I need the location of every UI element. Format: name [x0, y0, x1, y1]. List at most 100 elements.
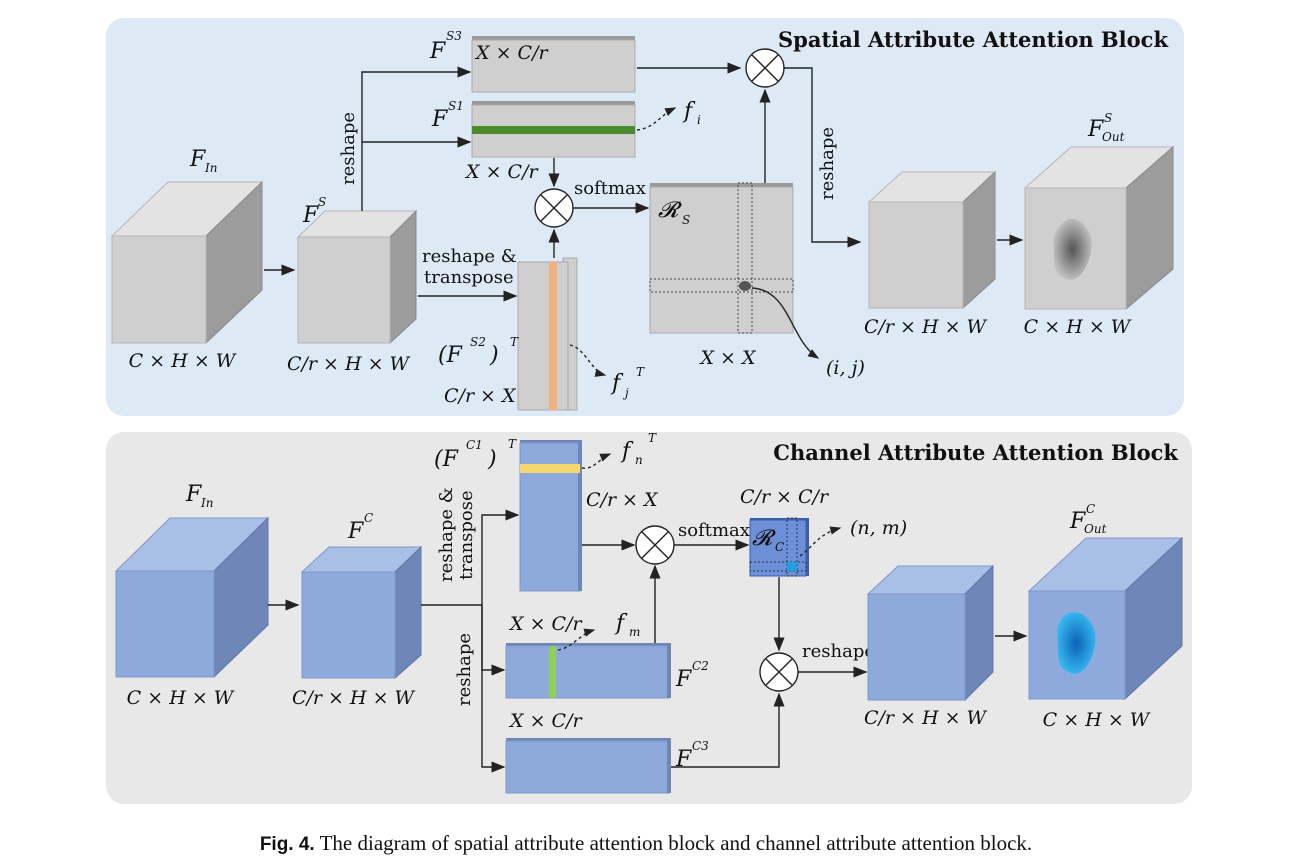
spatial-title: Spatial Attribute Attention Block	[778, 27, 1168, 52]
spatial-input-sub: In	[204, 161, 217, 175]
spatial-output-sub: Out	[1102, 130, 1125, 144]
channel-fc1-close: )	[487, 447, 497, 472]
spatial-fs2-t: T	[510, 335, 519, 349]
channel-fc3-symbol: F	[675, 747, 692, 772]
channel-fc2-dim: X × C/r	[508, 613, 583, 635]
spatial-fi-sub: i	[697, 113, 701, 127]
channel-fc2-bar	[505, 643, 671, 699]
channel-panel	[106, 432, 1192, 804]
spatial-rs-sub: S	[682, 213, 690, 227]
channel-softmax-label: softmax	[678, 520, 750, 541]
spatial-fs1-bar	[471, 101, 636, 158]
spatial-fs1-dim: X × C/r	[464, 161, 539, 183]
spatial-multiply-2	[745, 48, 785, 88]
spatial-multiply-1	[534, 188, 574, 228]
channel-reshape-transpose-1: reshape &	[436, 487, 457, 582]
channel-rc-matrix	[749, 517, 809, 577]
spatial-fj-stripe	[549, 262, 557, 410]
channel-input-cube	[114, 516, 270, 679]
spatial-input-dim: C × H × W	[129, 350, 237, 372]
channel-fn-sub: n	[635, 453, 643, 467]
channel-fc-dim: C/r × H × W	[292, 687, 416, 709]
spatial-fs-sup: S	[318, 195, 326, 209]
channel-mid-dim: C/r × H × W	[864, 707, 988, 729]
channel-input-dim: C × H × W	[127, 687, 235, 709]
channel-input-symbol: F	[185, 482, 202, 507]
channel-fc3-sup: C3	[692, 739, 709, 753]
caption-text: The diagram of spatial attribute attenti…	[314, 831, 1033, 855]
spatial-rs-dim: X × X	[698, 347, 757, 369]
channel-fc3-bar	[505, 738, 671, 794]
spatial-mid-cube	[867, 170, 997, 310]
spatial-fj-sub: j	[622, 386, 629, 400]
channel-fc-symbol: F	[347, 519, 364, 544]
channel-fm-sub: m	[629, 625, 640, 639]
spatial-fs1-symbol: F	[431, 107, 448, 132]
spatial-input-symbol: F	[189, 147, 206, 172]
spatial-reshape-transpose-2: transpose	[424, 267, 514, 288]
spatial-fs-cube	[296, 209, 418, 345]
channel-rc-symbol: 𝓡	[752, 526, 776, 551]
channel-input-sub: In	[200, 496, 213, 510]
caption-label: Fig. 4.	[259, 834, 315, 855]
figure-caption: Fig. 4. The diagram of spatial attribute…	[0, 831, 1292, 856]
spatial-panel	[106, 18, 1184, 416]
channel-fm-stripe	[549, 646, 556, 698]
spatial-output-cube	[1023, 145, 1175, 311]
spatial-fs2-close: )	[489, 343, 499, 368]
spatial-fs2-dim: C/r × X	[444, 385, 517, 407]
channel-nm-label: (n, m)	[850, 517, 907, 539]
spatial-fs2-column	[517, 257, 578, 411]
channel-output-cube	[1027, 536, 1184, 701]
spatial-output-dim: C × H × W	[1024, 316, 1132, 338]
spatial-fs-dim: C/r × H × W	[287, 353, 411, 375]
spatial-fs2-symbol: (F	[438, 343, 463, 368]
channel-multiply-1	[635, 525, 675, 565]
channel-output-symbol: F	[1069, 509, 1086, 534]
spatial-fs3-symbol: F	[429, 39, 446, 64]
channel-fc1-column	[519, 440, 582, 592]
channel-title: Channel Attribute Attention Block	[773, 440, 1178, 465]
spatial-reshape-right: reshape	[817, 127, 838, 200]
spatial-reshape-transpose-1: reshape &	[422, 246, 517, 267]
channel-output-sup: C	[1086, 502, 1095, 516]
channel-fc2-symbol: F	[675, 667, 692, 692]
spatial-input-cube	[110, 180, 264, 345]
channel-fn-stripe	[520, 464, 580, 473]
channel-rc-dim: C/r × C/r	[740, 486, 830, 508]
spatial-output-blob	[1053, 218, 1092, 280]
channel-nm-cell	[787, 562, 797, 571]
channel-fc2-sup: C2	[692, 659, 709, 673]
spatial-fs3-bar	[471, 36, 636, 93]
channel-output-sub: Out	[1084, 522, 1107, 536]
spatial-ij-cell	[739, 281, 751, 291]
channel-reshape-transpose-2: transpose	[456, 490, 477, 580]
spatial-mid-dim: C/r × H × W	[864, 316, 988, 338]
channel-fc1-t: T	[508, 437, 517, 451]
channel-reshape-right: reshape	[802, 641, 875, 662]
channel-mid-cube	[866, 564, 995, 702]
channel-fn-sup: T	[648, 431, 657, 445]
spatial-fs-symbol: F	[302, 203, 319, 228]
channel-rc-sub: C	[775, 540, 784, 554]
spatial-output-symbol: F	[1087, 117, 1104, 142]
spatial-ij-label: (i, j)	[826, 357, 865, 379]
spatial-fs3-dim: X × C/r	[474, 42, 549, 64]
channel-fc1-sup: C1	[466, 438, 483, 452]
channel-output-dim: C × H × W	[1043, 709, 1151, 731]
channel-fc1-dim: C/r × X	[586, 489, 659, 511]
spatial-rs-symbol: 𝓡	[658, 198, 682, 223]
channel-reshape-label: reshape	[454, 633, 475, 706]
channel-output-blob	[1057, 612, 1096, 674]
spatial-fs2-sup: S2	[470, 335, 486, 349]
channel-fc-sup: C	[364, 511, 373, 525]
channel-fc3-dim: X × C/r	[508, 710, 583, 732]
spatial-reshape-label: reshape	[338, 112, 359, 185]
channel-fc-cube	[300, 545, 423, 680]
spatial-fi-stripe	[472, 126, 635, 134]
channel-multiply-2	[759, 652, 799, 692]
spatial-softmax-label: softmax	[574, 178, 646, 199]
spatial-rs-matrix	[649, 182, 794, 334]
spatial-fs3-sup: S3	[446, 29, 462, 43]
